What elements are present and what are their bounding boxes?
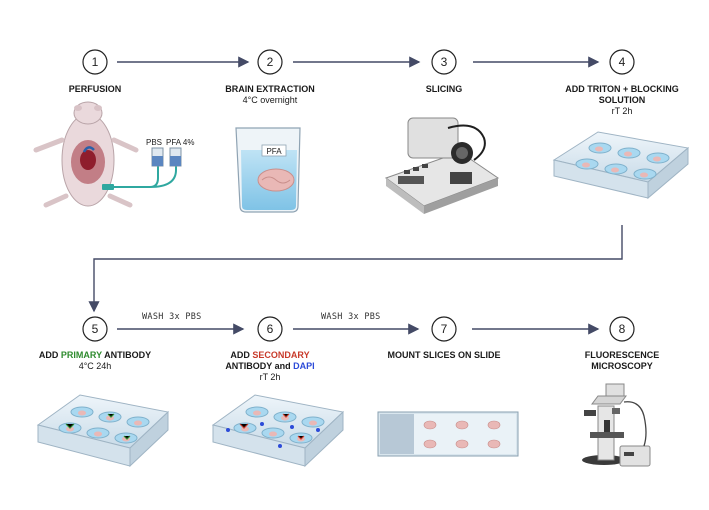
beaker-brain-icon: PFA — [235, 127, 301, 213]
step-4-title-line2: SOLUTION — [598, 95, 646, 105]
step-8-title: FLUORESCENCE — [584, 350, 660, 360]
well-plate-primary-icon — [36, 394, 170, 468]
step-2-title: BRAIN EXTRACTION — [225, 84, 315, 94]
step-7-label: MOUNT SLICES ON SLIDE — [374, 350, 514, 361]
beaker-pfa-label: PFA — [266, 147, 282, 156]
pfa-label: PFA 4% — [166, 138, 194, 147]
svg-text:5: 5 — [92, 322, 99, 336]
step-5-title-primary: PRIMARY — [60, 350, 102, 360]
step-2-sub: 4°C overnight — [242, 95, 298, 105]
step-6-title-dapi: DAPI — [293, 361, 315, 371]
pbs-label: PBS — [146, 138, 162, 147]
step-6-title-secondary: SECONDARY — [252, 350, 310, 360]
step-6-title2-pre: ANTIBODY and — [225, 361, 294, 371]
step-7-title: MOUNT SLICES ON SLIDE — [387, 350, 501, 360]
step-7-circle: 7 — [431, 316, 457, 342]
step-6-label: ADD SECONDARY ANTIBODY and DAPI rT 2h — [205, 350, 335, 383]
step-5-sub: 4°C 24h — [78, 361, 112, 371]
wash-label-1: WASH 3x PBS — [142, 312, 202, 322]
step-3-title: SLICING — [425, 84, 463, 94]
step-5-title-pre: ADD — [38, 350, 61, 360]
wash-label-2: WASH 3x PBS — [321, 312, 381, 322]
svg-text:2: 2 — [267, 55, 274, 69]
step-3-label: SLICING — [394, 84, 494, 95]
svg-text:4: 4 — [619, 55, 626, 69]
step-1-circle: 1 — [82, 49, 108, 75]
mouse-perfusion-icon: PBS PFA 4% — [33, 101, 194, 208]
step-2-circle: 2 — [257, 49, 283, 75]
svg-text:8: 8 — [619, 322, 626, 336]
step-1-label: PERFUSION — [45, 84, 145, 95]
fluorescence-microscope-icon — [582, 383, 651, 467]
step-circles: 1 2 3 4 5 6 7 8 — [82, 49, 635, 342]
well-plate-icon — [552, 131, 690, 200]
arrow-4-5 — [88, 225, 623, 313]
step-4-title: ADD TRITON + BLOCKING — [565, 84, 679, 94]
step-6-sub: rT 2h — [259, 372, 281, 382]
svg-text:1: 1 — [92, 55, 99, 69]
well-plate-secondary-icon — [211, 394, 345, 468]
step-8-label: FLUORESCENCE MICROSCOPY — [567, 350, 677, 372]
step-6-circle: 6 — [257, 316, 283, 342]
step-4-label: ADD TRITON + BLOCKING SOLUTION rT 2h — [555, 84, 689, 117]
step-5-label: ADD PRIMARY ANTIBODY 4°C 24h — [25, 350, 165, 372]
svg-text:6: 6 — [267, 322, 274, 336]
svg-text:3: 3 — [441, 55, 448, 69]
step-6-title-pre: ADD — [230, 350, 253, 360]
step-8-circle: 8 — [609, 316, 635, 342]
step-2-label: BRAIN EXTRACTION 4°C overnight — [210, 84, 330, 106]
step-5-title-post: ANTIBODY — [101, 350, 152, 360]
step-4-sub: rT 2h — [611, 106, 633, 116]
vibratome-icon — [384, 117, 500, 214]
microscope-slide-icon — [377, 411, 519, 457]
step-1-title: PERFUSION — [68, 84, 122, 94]
step-5-circle: 5 — [82, 316, 108, 342]
step-3-circle: 3 — [431, 49, 457, 75]
step-8-title-line2: MICROSCOPY — [591, 361, 653, 371]
step-4-circle: 4 — [609, 49, 635, 75]
svg-text:7: 7 — [441, 322, 448, 336]
